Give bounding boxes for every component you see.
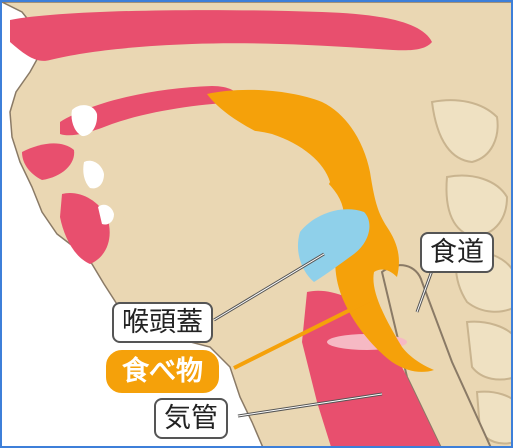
label-food: 食べ物: [106, 350, 219, 393]
label-esophagus: 食道: [420, 232, 494, 273]
label-epiglottis: 喉頭蓋: [112, 302, 213, 343]
label-trachea: 気管: [154, 398, 228, 439]
